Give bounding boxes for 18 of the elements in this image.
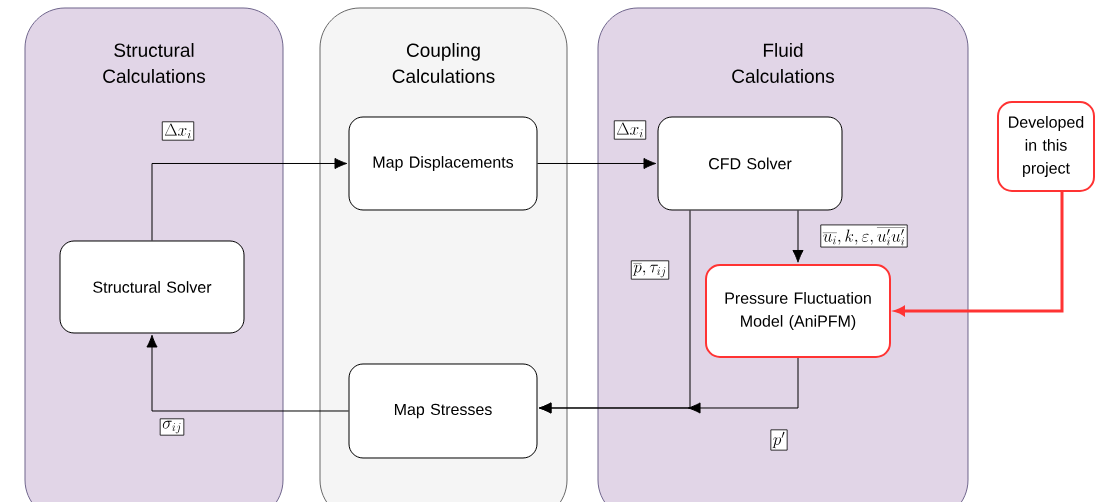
process-box: Developed in this project xyxy=(997,101,1095,192)
edge-label: $\Delta x_i$ xyxy=(613,120,647,140)
edge-label: $\overline{p}, \tau_{ij}$ xyxy=(630,260,670,280)
edge-label: $p'$ xyxy=(770,429,788,451)
arrow xyxy=(538,357,799,414)
process-box: CFD Solver xyxy=(657,116,843,211)
arrow xyxy=(792,210,804,263)
edge-label: $\overline{u_i}, k, \varepsilon, \overline{u'_i u'_i}$ xyxy=(820,224,908,248)
arrow xyxy=(537,157,657,170)
arrow xyxy=(146,334,349,412)
process-box: Map Stresses xyxy=(348,363,538,459)
process-box: Pressure Fluctuation Model (AniPFM) xyxy=(705,264,891,358)
process-box: Map Displacements xyxy=(348,116,538,211)
edge-label: $\Delta x_i$ xyxy=(161,121,195,141)
arrow xyxy=(151,157,348,241)
process-box: Structural Solver xyxy=(59,240,245,334)
arrow xyxy=(894,192,1064,316)
edge-label: $\sigma_{ij}$ xyxy=(159,418,185,436)
